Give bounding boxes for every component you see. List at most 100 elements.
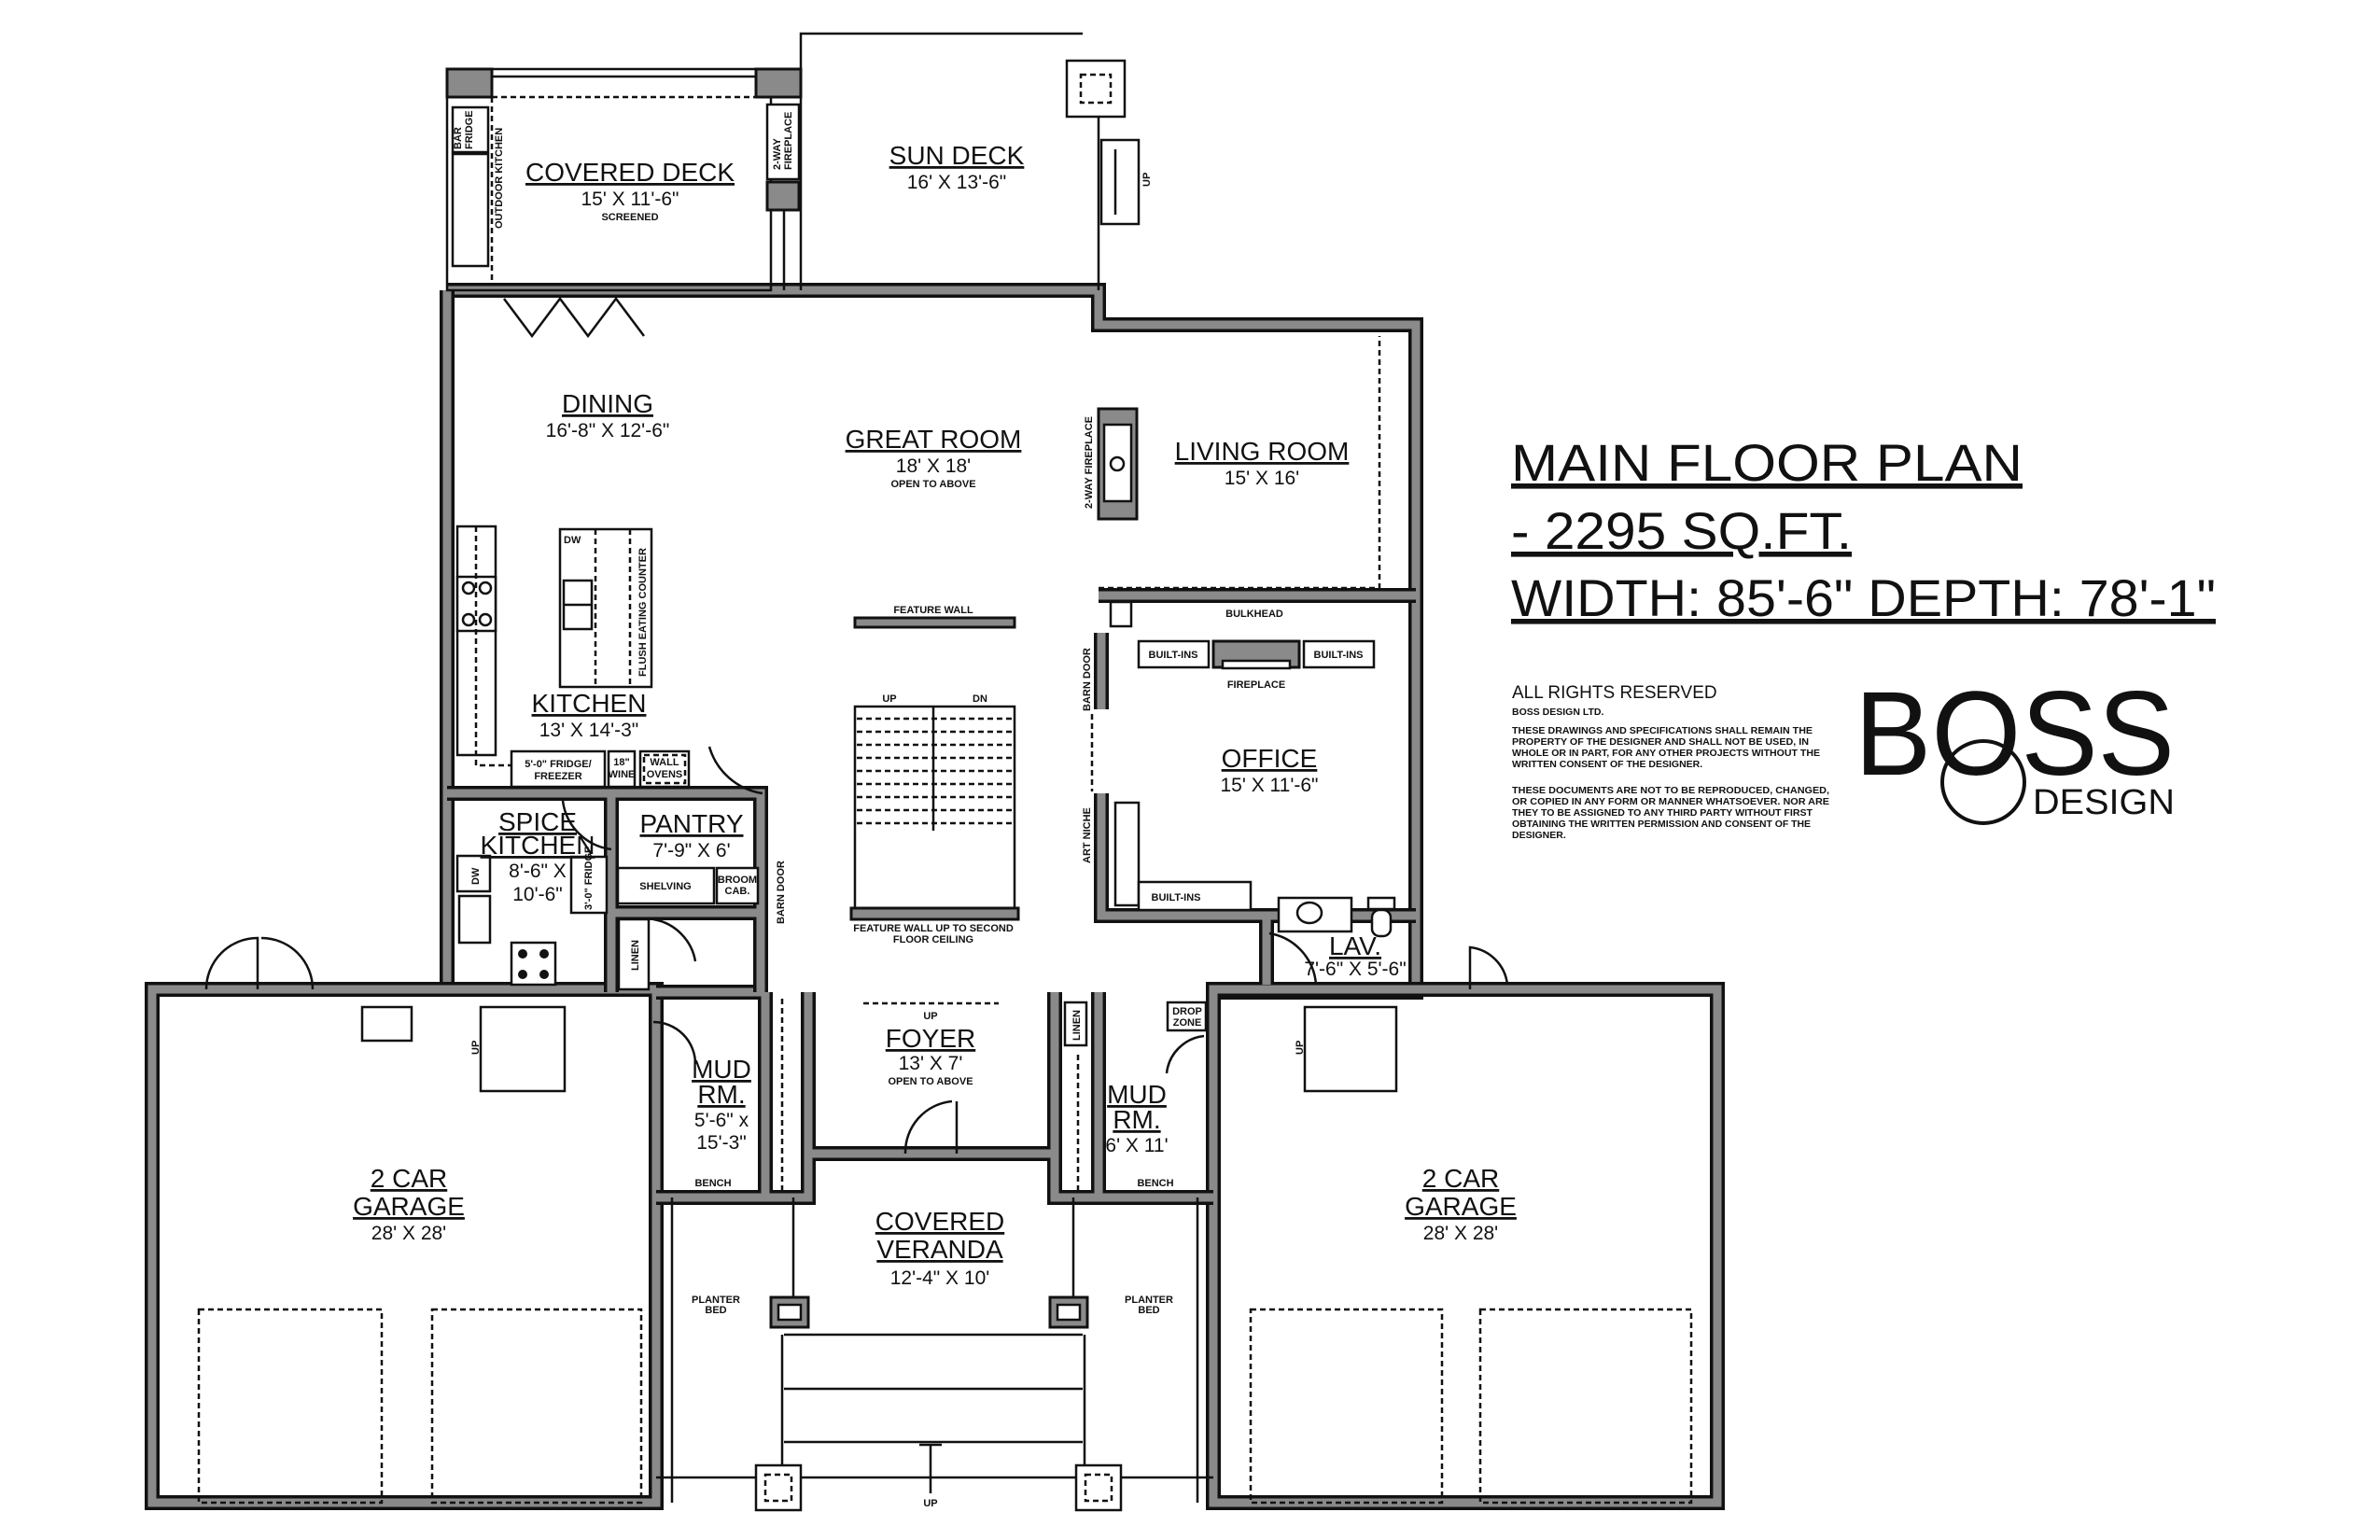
room-garage-right: 2 CAR GARAGE 28' X 28': [1405, 1164, 1517, 1244]
svg-text:DINING: DINING: [562, 389, 653, 418]
svg-text:MUD: MUD: [692, 1055, 751, 1084]
svg-text:10'-6": 10'-6": [512, 884, 563, 905]
room-pantry: PANTRY 7'-9" X 6': [640, 809, 744, 861]
kitchen-island: [558, 527, 653, 689]
art-niche-label: ART NICHE: [1082, 807, 1093, 863]
svg-text:8'-6" X: 8'-6" X: [509, 861, 567, 882]
entry-fixtures: [197, 936, 1693, 1512]
fireplace-label: FIREPLACE: [1227, 679, 1285, 691]
svg-text:THESE DOCUMENTS ARE NOT TO BE: THESE DOCUMENTS ARE NOT TO BE REPRODUCED…: [1512, 785, 1829, 796]
stairs-and-feature-wall: [849, 336, 1381, 921]
svg-text:16'-8" X 12'-6": 16'-8" X 12'-6": [546, 420, 670, 441]
deck-fireplace-label: 2-WAYFIREPLACE: [772, 112, 794, 170]
veranda-pillar: [1048, 1295, 1089, 1329]
range-icon: [510, 941, 557, 987]
svg-text:PROPERTY OF THE DESIGNER AND S: PROPERTY OF THE DESIGNER AND SHALL NOT B…: [1512, 736, 1809, 748]
boss-design-logo: BOSS DESIGN: [1855, 667, 2175, 825]
shelving-label: SHELVING: [639, 881, 691, 892]
svg-text:2 CAR: 2 CAR: [371, 1164, 447, 1193]
built-ins-label: BUILT-INS: [1152, 892, 1201, 903]
svg-text:BOSS: BOSS: [1855, 667, 2175, 801]
svg-text:OPEN TO ABOVE: OPEN TO ABOVE: [888, 1076, 973, 1087]
outdoor-kitchen-label: OUTDOOR KITCHEN: [494, 128, 505, 229]
svg-text:WHOLE OR IN PART, FOR ANY OTHE: WHOLE OR IN PART, FOR ANY OTHER PROJECTS…: [1512, 748, 1820, 759]
room-lav: LAV. 7'-6" X 5'-6": [1304, 931, 1406, 980]
svg-text:OBTAINING THE WRITTEN PERMISSI: OBTAINING THE WRITTEN PERMISSION AND CON…: [1512, 819, 1811, 830]
plan-dimensions: WIDTH: 85'-6" DEPTH: 78'-1": [1511, 568, 2216, 627]
svg-text:SUN DECK: SUN DECK: [889, 141, 1025, 170]
svg-text:15' X 16': 15' X 16': [1225, 468, 1299, 489]
room-kitchen: KITCHEN 13' X 14'-3": [532, 689, 647, 741]
svg-text:18' X 18': 18' X 18': [896, 455, 971, 477]
room-covered-veranda: COVERED VERANDA 12'-4" X 10': [875, 1207, 1004, 1289]
svg-text:5'-6" x: 5'-6" x: [694, 1110, 749, 1131]
plan-title: MAIN FLOOR PLAN: [1511, 433, 2023, 492]
svg-text:FOYER: FOYER: [886, 1024, 975, 1053]
room-sun-deck: SUN DECK 16' X 13'-6": [889, 141, 1025, 193]
island-dw-label: DW: [564, 535, 581, 546]
svg-text:BOSS DESIGN LTD.: BOSS DESIGN LTD.: [1512, 707, 1603, 718]
svg-text:PANTRY: PANTRY: [640, 809, 744, 838]
veranda-pillar: [1074, 1463, 1123, 1512]
fridge-freezer-label: 5'-0" FRIDGE/FREEZER: [525, 759, 591, 782]
garage-up-label: UP: [1295, 1041, 1306, 1055]
svg-text:13' X 14'-3": 13' X 14'-3": [539, 720, 639, 741]
toilet-icon: [1366, 896, 1396, 911]
svg-text:KITCHEN: KITCHEN: [481, 831, 595, 860]
svg-text:GARAGE: GARAGE: [1405, 1192, 1517, 1221]
svg-text:7'-9" X 6': 7'-9" X 6': [652, 840, 730, 861]
svg-text:RM.: RM.: [697, 1080, 745, 1109]
room-spice-kitchen: SPICE KITCHEN 8'-6" X 10'-6": [481, 807, 595, 905]
office-fixtures: [1090, 600, 1396, 986]
svg-text:12'-4" X 10': 12'-4" X 10': [890, 1267, 990, 1289]
room-mud-room-left: MUD RM. 5'-6" x 15'-3": [692, 1055, 751, 1154]
room-dining: DINING 16'-8" X 12'-6": [546, 389, 670, 441]
built-ins-label: BUILT-INS: [1314, 650, 1364, 661]
room-great-room: GREAT ROOM 18' X 18' OPEN TO ABOVE: [846, 425, 1022, 490]
svg-text:RM.: RM.: [1113, 1105, 1160, 1134]
veranda-pillar: [754, 1463, 803, 1512]
kitchen-fixtures: [455, 525, 763, 991]
svg-text:28' X 28': 28' X 28': [371, 1223, 446, 1244]
svg-text:COVERED DECK: COVERED DECK: [525, 158, 735, 187]
svg-text:COVERED: COVERED: [875, 1207, 1004, 1236]
svg-text:15' X 11'-6": 15' X 11'-6": [581, 189, 679, 210]
rights-notice: ALL RIGHTS RESERVED BOSS DESIGN LTD. THE…: [1512, 683, 1829, 841]
wine-label: 18"WINE: [609, 757, 636, 780]
svg-text:SPICE: SPICE: [498, 807, 577, 836]
bench-label: BENCH: [694, 1178, 731, 1189]
svg-text:15' X 11'-6": 15' X 11'-6": [1221, 775, 1319, 796]
stair-dn-label: DN: [973, 693, 987, 705]
svg-text:LAV.: LAV.: [1329, 931, 1381, 960]
svg-text:15'-3": 15'-3": [696, 1132, 747, 1154]
veranda-up-label: UP: [923, 1498, 937, 1509]
title-block: MAIN FLOOR PLAN - 2295 SQ.FT. WIDTH: 85'…: [1511, 433, 2216, 627]
fireplace-icon: [1109, 455, 1126, 472]
deck-pillar: [754, 67, 803, 99]
svg-text:16' X 13'-6": 16' X 13'-6": [907, 172, 1007, 193]
svg-text:OFFICE: OFFICE: [1222, 744, 1318, 773]
room-living-room: LIVING ROOM 15' X 16': [1175, 437, 1350, 489]
svg-text:GREAT ROOM: GREAT ROOM: [846, 425, 1022, 454]
feature-wall: [853, 616, 1016, 629]
svg-text:ALL RIGHTS RESERVED: ALL RIGHTS RESERVED: [1512, 683, 1717, 703]
garage-up-label: UP: [470, 1041, 482, 1055]
svg-text:GARAGE: GARAGE: [353, 1192, 465, 1221]
flush-counter-label: FLUSH EATING COUNTER: [637, 548, 649, 677]
spice-dw-label: DW: [470, 867, 482, 885]
svg-text:THESE DRAWINGS AND SPECIFICATI: THESE DRAWINGS AND SPECIFICATIONS SHALL …: [1512, 725, 1813, 736]
svg-text:DESIGN: DESIGN: [2033, 783, 2175, 822]
plan-area: - 2295 SQ.FT.: [1511, 501, 1852, 560]
built-ins-label: BUILT-INS: [1149, 650, 1198, 661]
svg-text:28' X 28': 28' X 28': [1423, 1223, 1498, 1244]
svg-text:LIVING ROOM: LIVING ROOM: [1175, 437, 1350, 466]
svg-text:OR COPIED IN ANY FORM OR MANNE: OR COPIED IN ANY FORM OR MANNER WHATSOEV…: [1512, 796, 1829, 807]
svg-text:KITCHEN: KITCHEN: [532, 689, 647, 718]
bench-label: BENCH: [1137, 1178, 1173, 1189]
